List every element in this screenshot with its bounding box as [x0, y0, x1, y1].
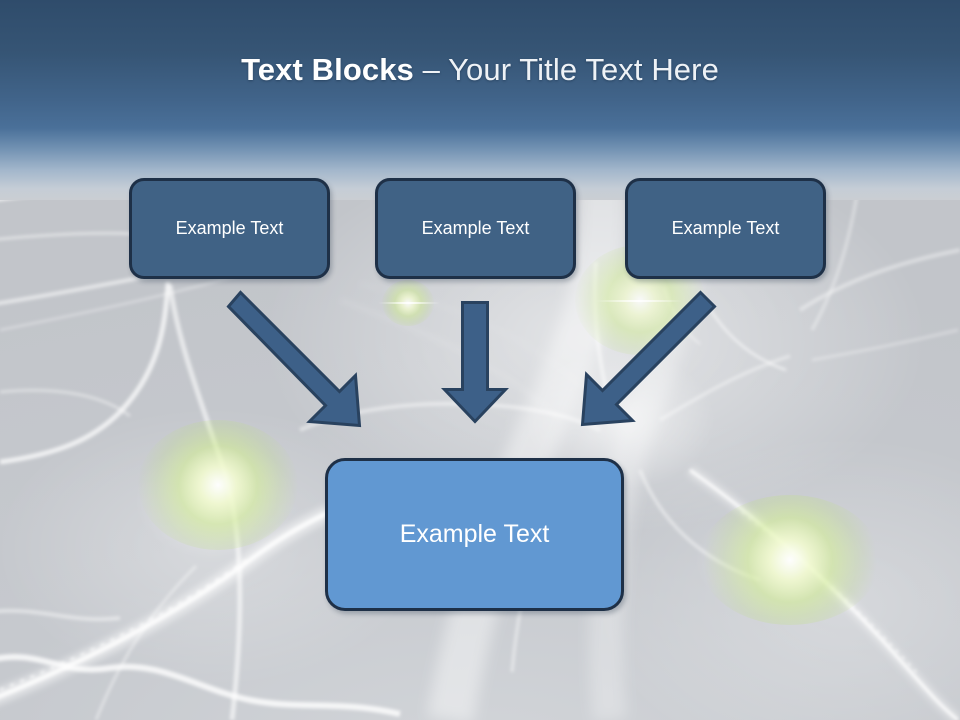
text-block-3[interactable]: Example Text [625, 178, 826, 279]
text-block-2[interactable]: Example Text [375, 178, 576, 279]
page-title: Text Blocks – Your Title Text Here [0, 52, 960, 88]
text-block-1[interactable]: Example Text [129, 178, 330, 279]
arrow-center-vertical [440, 301, 510, 424]
text-block-3-label: Example Text [671, 218, 780, 239]
title-band [0, 0, 960, 128]
page-title-separator: – [413, 52, 449, 87]
text-block-2-label: Example Text [421, 218, 530, 239]
page-title-rest: Your Title Text Here [448, 52, 719, 87]
arrow-left-diagonal [226, 290, 362, 428]
text-block-result[interactable]: Example Text [325, 458, 624, 611]
text-block-result-label: Example Text [399, 520, 550, 549]
text-block-1-label: Example Text [175, 218, 284, 239]
arrow-right-diagonal [580, 290, 717, 427]
page-title-bold: Text Blocks [241, 52, 414, 87]
